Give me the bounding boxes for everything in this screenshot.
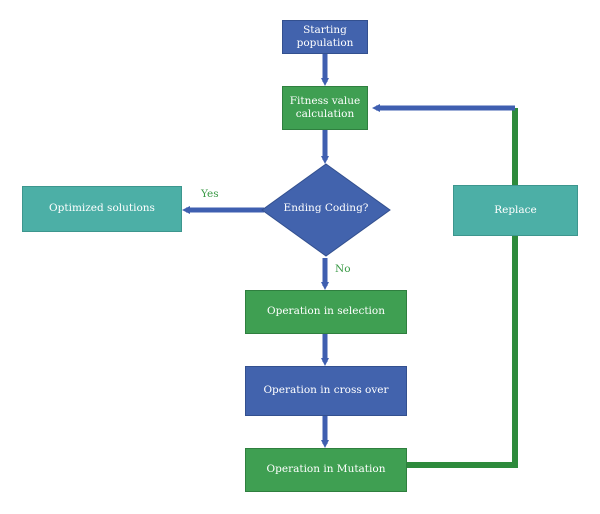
node-crossover-label: Operation in cross over [263, 384, 389, 397]
edge-label-no: No [335, 263, 351, 275]
node-starting-population: Starting population [282, 20, 368, 54]
node-optimized-solutions: Optimized solutions [22, 186, 182, 232]
edge-label-yes: Yes [201, 188, 219, 200]
node-operation-in-mutation: Operation in Mutation [245, 448, 407, 492]
node-replace-label: Replace [494, 203, 537, 216]
node-replace: Replace [453, 185, 578, 236]
node-starting-population-label: Starting population [296, 23, 354, 49]
node-optimized-label: Optimized solutions [49, 202, 155, 215]
node-operation-in-crossover: Operation in cross over [245, 366, 407, 416]
node-operation-in-selection: Operation in selection [245, 290, 407, 334]
node-fitness-label: Fitness value calculation [289, 94, 361, 120]
decision-diamond [261, 163, 391, 257]
node-mutation-label: Operation in Mutation [266, 463, 386, 476]
connector-mutation-to-replace [407, 236, 518, 468]
node-selection-label: Operation in selection [267, 305, 385, 318]
node-fitness-value-calculation: Fitness value calculation [282, 86, 368, 130]
node-ending-coding-label: Ending Coding? [283, 202, 369, 214]
